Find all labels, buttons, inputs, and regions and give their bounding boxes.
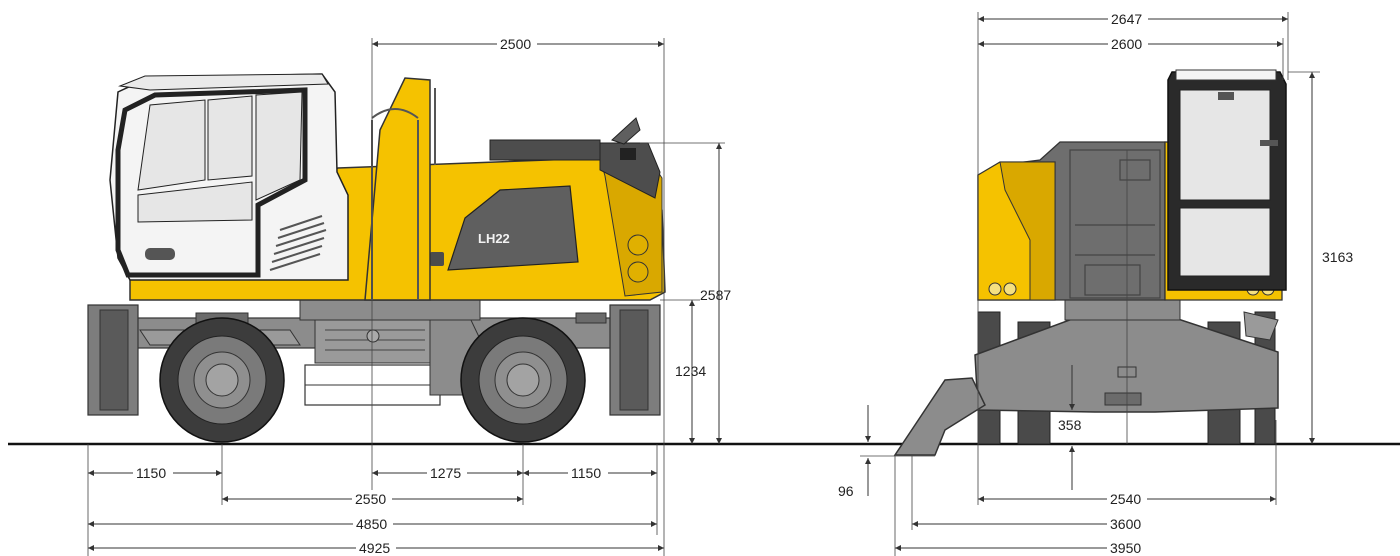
side-view: LH22 <box>87 35 731 556</box>
turntable <box>299 297 481 321</box>
dim-2587: 2587 <box>700 287 731 303</box>
front-wheel <box>159 317 285 443</box>
model-badge: LH22 <box>478 231 510 246</box>
dim-rear-1150: 1150 <box>571 465 601 481</box>
dim-3163: 3163 <box>1322 249 1353 265</box>
dim-2600: 2600 <box>1111 36 1142 52</box>
rear-undercarriage <box>893 299 1279 456</box>
dim-3600: 3600 <box>1110 516 1141 532</box>
dim-358: 358 <box>1058 417 1082 433</box>
dim-2647: 2647 <box>1111 11 1142 27</box>
dim-2550: 2550 <box>355 491 386 507</box>
rear-cab <box>1167 69 1287 291</box>
dim-1234: 1234 <box>675 363 706 379</box>
dim-1275: 1275 <box>430 465 461 481</box>
dim-2540: 2540 <box>1110 491 1141 507</box>
cab <box>109 73 349 281</box>
dim-4850: 4850 <box>356 516 387 532</box>
dim-front-1150: 1150 <box>136 465 166 481</box>
dim-2500: 2500 <box>500 36 531 52</box>
boom <box>364 77 436 301</box>
dim-96: 96 <box>838 483 854 499</box>
rear-view: 2647 2600 3163 358 96 2540 3600 3950 <box>838 10 1353 556</box>
dim-3950: 3950 <box>1110 540 1141 556</box>
rear-wheel <box>460 317 586 443</box>
dim-4925: 4925 <box>359 540 390 556</box>
